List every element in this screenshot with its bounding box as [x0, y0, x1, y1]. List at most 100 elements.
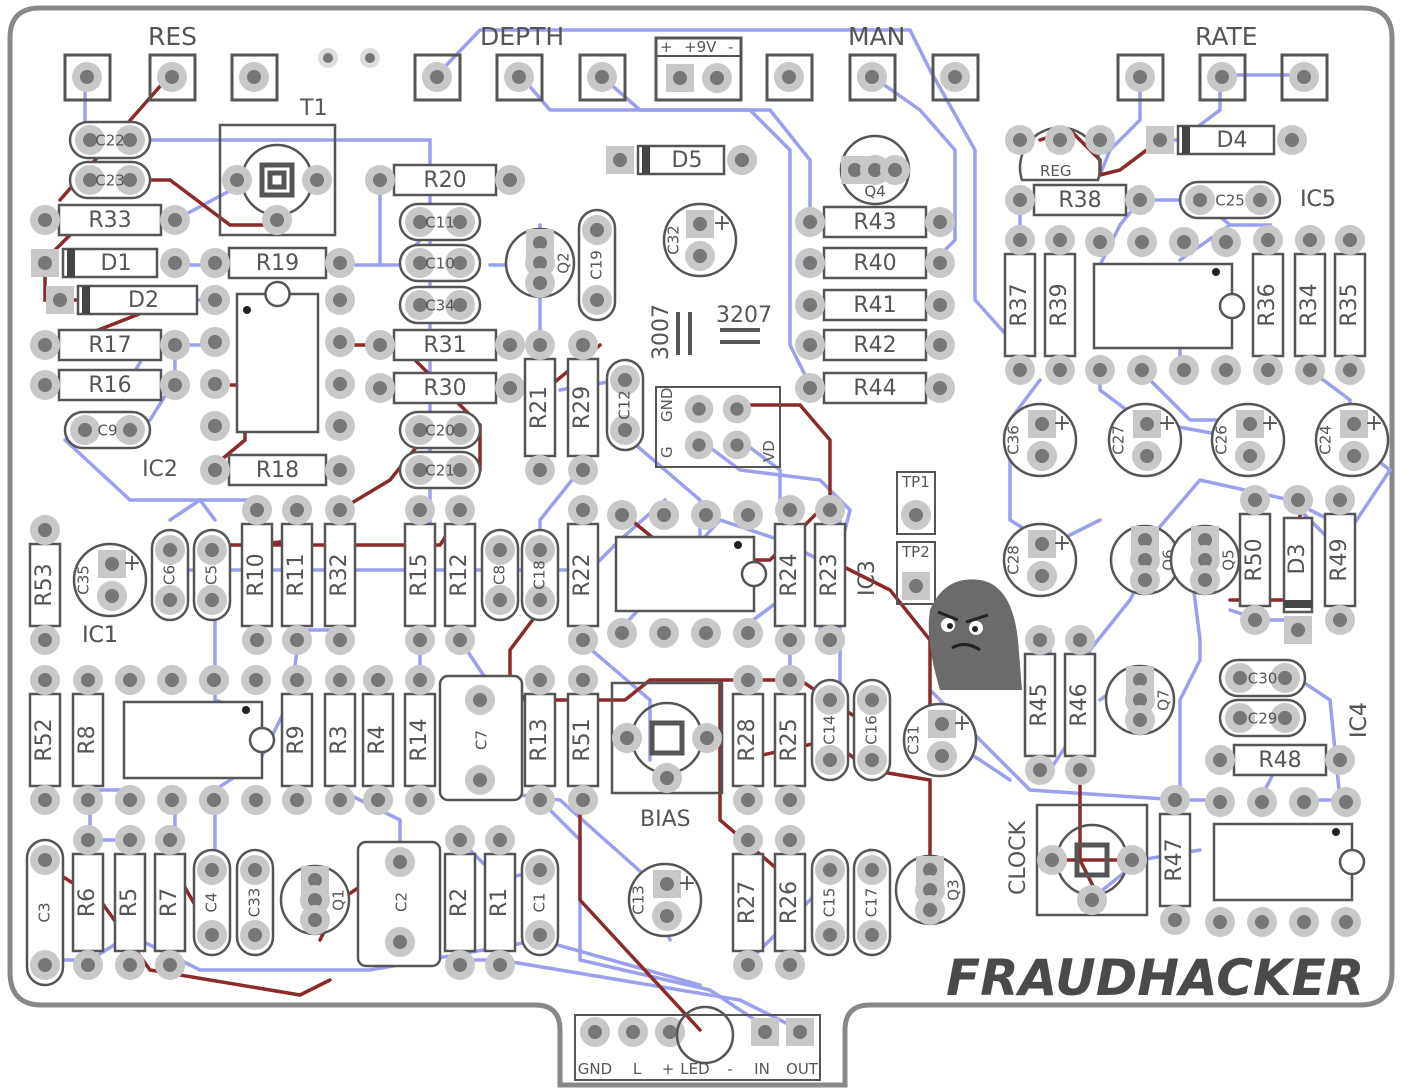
- diode-label: D4: [1217, 128, 1248, 153]
- resistor-label: R8: [75, 725, 100, 754]
- regulator: REG: [1005, 125, 1115, 182]
- capacitor-label: C16: [863, 715, 881, 745]
- tp2-label: TP2: [901, 543, 930, 561]
- resistor-r5: [113, 852, 147, 953]
- diode-d2: [76, 284, 199, 316]
- capacitor-label: C8: [491, 565, 509, 585]
- pot-depth: DEPTH: [413, 22, 627, 102]
- capacitor-label: C1: [531, 892, 549, 912]
- capacitor-label: C22: [95, 132, 125, 150]
- polarity-mark: +: [713, 211, 731, 236]
- electrolytic-c36: [1002, 402, 1078, 478]
- resistor-r11: [280, 522, 314, 628]
- pot-rate: RATE: [1116, 22, 1329, 102]
- diode-label: D5: [672, 148, 703, 173]
- resistor-label: R5: [117, 888, 142, 917]
- capacitor-label: C7: [473, 730, 491, 750]
- resistor-label: R34: [1297, 283, 1322, 326]
- pot-label-rate: RATE: [1195, 22, 1258, 51]
- resistor-label: R53: [32, 563, 57, 606]
- test-point-2: TP2: [896, 541, 936, 605]
- resistor-r31: [392, 328, 498, 362]
- polarity-mark: +: [123, 551, 141, 576]
- power-label: +9V: [684, 38, 717, 56]
- resistor-label: R31: [423, 333, 466, 358]
- resistor-label: R36: [1255, 283, 1280, 326]
- resistor-label: R15: [407, 553, 432, 596]
- capacitor-label: C30: [1248, 670, 1278, 688]
- resistor-label: R26: [777, 881, 802, 924]
- resistor-label: R30: [423, 376, 466, 401]
- resistor-label: R43: [853, 210, 896, 235]
- electrolytic-label: C28: [1005, 545, 1023, 575]
- transistor-label: Q1: [330, 889, 348, 910]
- resistor-label: R40: [853, 251, 896, 276]
- components: C22C23R33D1D2R17R16C9R19R18IC2R20C11C10C…: [25, 120, 1390, 987]
- capacitor-label: C5: [203, 565, 221, 585]
- capacitor-label: C17: [863, 888, 881, 918]
- capacitor-label: C21: [425, 462, 455, 480]
- ic-label: IC3: [855, 560, 880, 596]
- resistor-label: R37: [1007, 283, 1032, 326]
- resistor-label: R38: [1058, 188, 1101, 213]
- resistor-label: R6: [75, 888, 100, 917]
- power-minus: -: [728, 38, 733, 56]
- resistor-label: R46: [1067, 683, 1092, 726]
- ic-label: IC5: [1300, 187, 1336, 212]
- resistor-label: R33: [88, 208, 131, 233]
- resistor-label: R16: [88, 373, 131, 398]
- polarity-mark: +: [1053, 531, 1071, 556]
- tp1-label: TP1: [901, 473, 930, 491]
- diode-label: D2: [128, 288, 159, 313]
- resistor-label: R52: [32, 718, 57, 761]
- resistor-r41: [822, 288, 928, 322]
- diode-d3: [1282, 516, 1314, 614]
- power-plus: +: [660, 38, 673, 56]
- resistor-r42: [822, 328, 928, 362]
- resistor-label: R13: [527, 718, 552, 761]
- capacitor-label: C12: [616, 390, 634, 420]
- electrolytic-label: C32: [665, 225, 683, 255]
- resistor-label: R50: [1242, 538, 1267, 581]
- resistor-label: R49: [1327, 538, 1352, 581]
- footer-pin-label: +: [662, 1060, 675, 1078]
- resistor-label: R22: [570, 553, 595, 596]
- resistor-r12: [443, 522, 477, 628]
- resistor-r3: [323, 692, 357, 788]
- pinout-label-b: 3207: [716, 303, 772, 328]
- mount-holes: [318, 48, 380, 68]
- polarity-mark: +: [1158, 411, 1176, 436]
- electrolytic-label: C24: [1317, 425, 1335, 455]
- pot-label-man: MAN: [848, 22, 905, 51]
- electrolytic-label: C27: [1110, 425, 1128, 455]
- resistor-label: R25: [777, 718, 802, 761]
- capacitor-label: C25: [1215, 192, 1245, 210]
- resistor-label: R11: [284, 553, 309, 596]
- resistor-label: R24: [777, 553, 802, 596]
- diode-d1: [61, 247, 159, 279]
- jfet-header: GND G VD: [655, 386, 781, 468]
- pinout-legend: 3007 3207: [649, 303, 772, 360]
- test-point-1: TP1: [896, 471, 936, 535]
- mascot-logo: [928, 579, 1022, 690]
- trimmer-label-bias: BIAS: [640, 807, 691, 832]
- led-outline: [675, 1005, 735, 1065]
- ic-ic3: [614, 535, 768, 613]
- transistor-label: Q3: [945, 879, 963, 900]
- footer-pin-label: GND: [578, 1060, 612, 1078]
- resistor-r27: [731, 852, 765, 953]
- resistor-label: R47: [1162, 838, 1187, 881]
- resistor-label: R42: [853, 333, 896, 358]
- ic-label: IC4: [1347, 702, 1372, 738]
- resistor-r9: [280, 692, 314, 788]
- regulator-label: REG: [1040, 162, 1072, 180]
- resistor-r1: [483, 852, 517, 953]
- resistor-r45: [1023, 652, 1057, 758]
- resistor-label: R9: [284, 725, 309, 754]
- electrolytic-label: C36: [1005, 425, 1023, 455]
- ic-label: IC1: [82, 623, 118, 648]
- resistor-r48: [1232, 743, 1328, 777]
- resistor-label: R41: [853, 293, 896, 318]
